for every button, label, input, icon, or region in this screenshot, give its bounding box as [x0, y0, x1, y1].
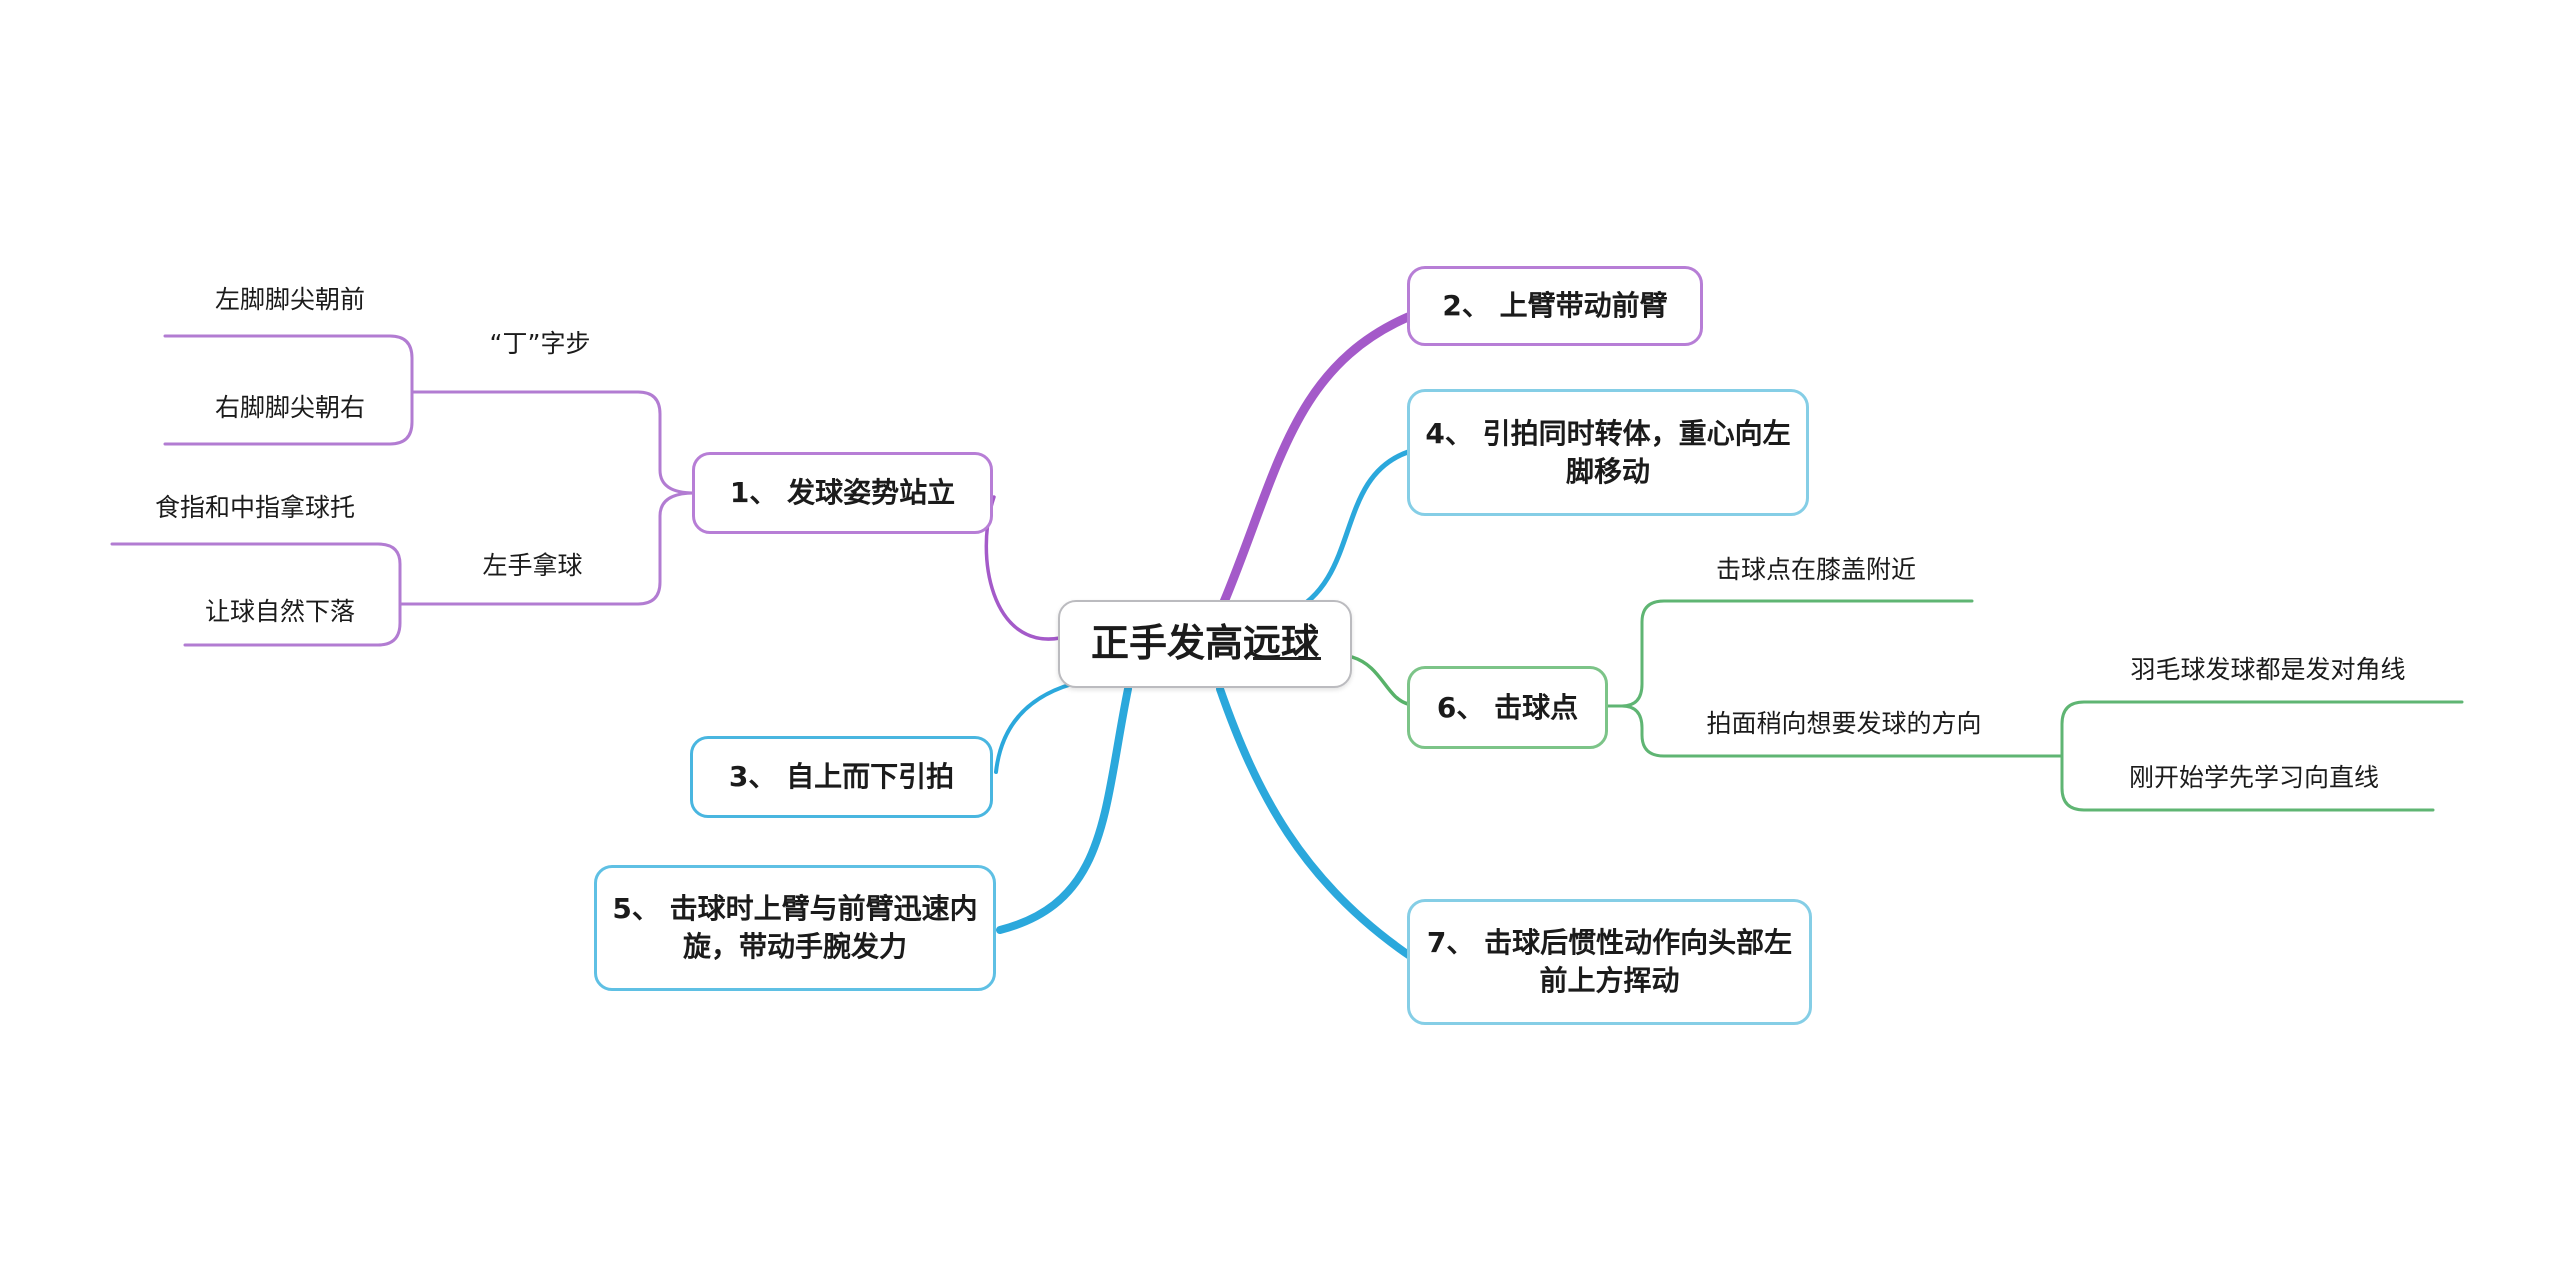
- center-topic-node[interactable]: 正手发高远球: [1058, 600, 1352, 688]
- branch-node-4-label: 4、 引拍同时转体，重心向左脚移动: [1425, 416, 1791, 488]
- branch-node-5-arm-rotation[interactable]: 5、 击球时上臂与前臂迅速内旋，带动手腕发力: [594, 865, 996, 991]
- leaf-hit-point-knee[interactable]: 击球点在膝盖附近: [1715, 555, 1916, 584]
- center-title-underline: [1253, 657, 1321, 660]
- branch-line-feet-bracket: [163, 334, 414, 446]
- branch-node-7-follow-through[interactable]: 7、 击球后惯性动作向头部左前上方挥动: [1407, 899, 1812, 1025]
- leaf-left-foot-forward[interactable]: 左脚脚尖朝前: [214, 285, 365, 314]
- branch-node-3-label: 3、 自上而下引拍: [728, 760, 955, 794]
- branch-line-center-node3: [994, 682, 1074, 774]
- leaf-let-ball-drop[interactable]: 让球自然下落: [204, 597, 355, 626]
- leaf-right-foot-right[interactable]: 右脚脚尖朝右: [214, 393, 365, 422]
- branch-node-3-backswing[interactable]: 3、 自上而下引拍: [690, 736, 993, 818]
- branch-node-4-body-turn[interactable]: 4、 引拍同时转体，重心向左脚移动: [1407, 389, 1809, 516]
- center-topic-label: 正手发高远球: [1090, 621, 1319, 666]
- leaf-left-hand-hold[interactable]: 左手拿球: [482, 551, 583, 580]
- branch-node-2-label: 2、 上臂带动前臂: [1442, 289, 1668, 323]
- branch-line-center-node4: [1287, 449, 1411, 616]
- branch-line-racket-face: [1620, 704, 2064, 758]
- leaf-serve-diagonal[interactable]: 羽毛球发球都是发对角线: [2130, 655, 2406, 684]
- leaf-ding-step[interactable]: “丁”字步: [489, 329, 591, 358]
- leaf-fingers-hold-cork[interactable]: 食指和中指拿球托: [154, 493, 355, 522]
- branch-line-hand-bracket: [110, 542, 402, 647]
- branch-node-6-label: 6、 击球点: [1436, 690, 1579, 724]
- branch-node-5-label: 5、 击球时上臂与前臂迅速内旋，带动手腕发力: [612, 892, 978, 963]
- leaf-racket-face-direction[interactable]: 拍面稍向想要发球的方向: [1706, 709, 1982, 738]
- branch-node-1-serve-stance[interactable]: 1、 发球姿势站立: [692, 452, 993, 534]
- branch-line-hit-knee: [1620, 599, 1974, 708]
- branch-line-direction-bracket: [2060, 700, 2464, 812]
- branch-line-center-node2: [1219, 312, 1413, 607]
- branch-line-center-node5: [996, 685, 1132, 934]
- branch-line-left-hand: [398, 491, 696, 606]
- branch-node-6-hit-point[interactable]: 6、 击球点: [1407, 666, 1608, 749]
- branch-node-1-label: 1、 发球姿势站立: [729, 476, 956, 510]
- branch-node-7-label: 7、 击球后惯性动作向头部左前上方挥动: [1426, 926, 1793, 997]
- branch-line-center-node1: [984, 495, 1062, 641]
- branch-node-2-upper-arm[interactable]: 2、 上臂带动前臂: [1407, 266, 1703, 346]
- branch-line-ding-step: [410, 390, 696, 495]
- branch-line-center-node7: [1216, 685, 1414, 960]
- leaf-learn-straight-first[interactable]: 刚开始学先学习向直线: [2128, 763, 2379, 792]
- branch-line-center-node6: [1350, 655, 1410, 706]
